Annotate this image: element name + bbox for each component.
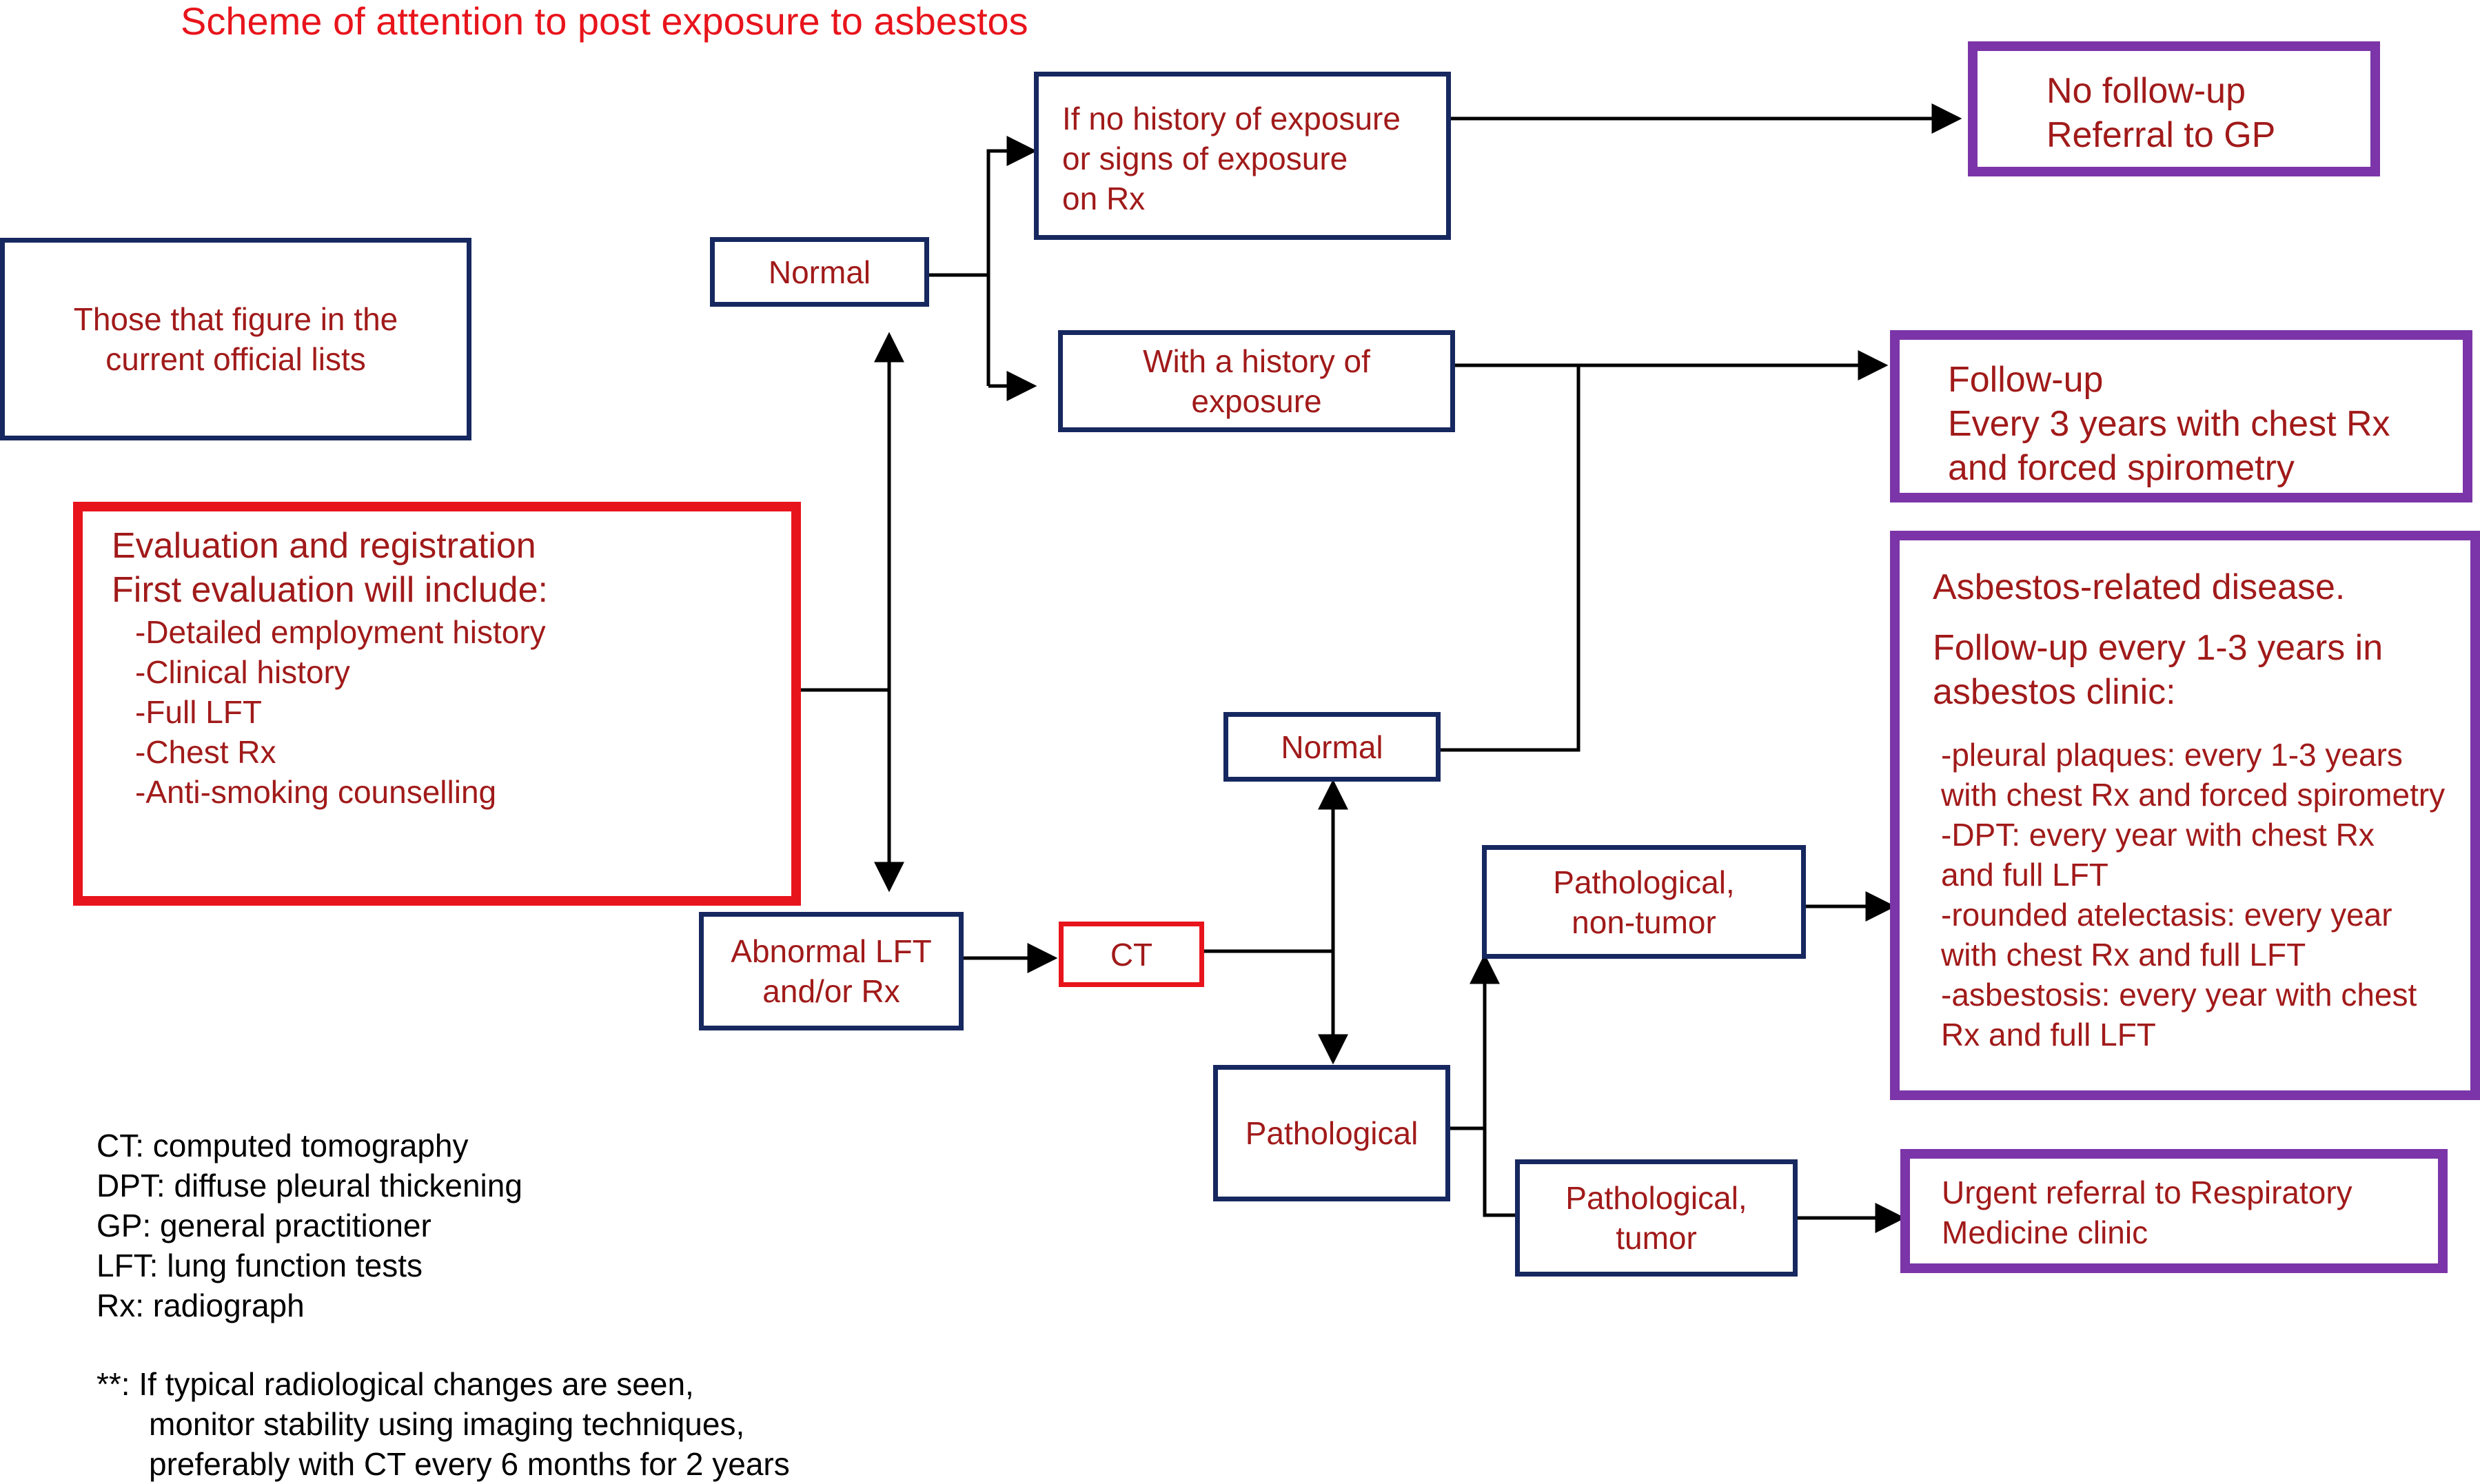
disease-subheading: Follow-up every 1-3 years in (1933, 628, 2384, 668)
disease-item: with chest Rx and forced spirometry (1941, 777, 2446, 813)
normal-mid-to-followup-line (1441, 365, 1581, 752)
box-text-line: or signs of exposure (1062, 141, 1348, 176)
path-tumor-box: Pathological, tumor (1515, 1159, 1798, 1277)
legend-item: CT: computed tomography (96, 1128, 469, 1163)
ct-box: CT (1059, 922, 1204, 987)
box-text-line: Urgent referral to Respiratory (1942, 1175, 2352, 1210)
box-text-line: non-tumor (1572, 904, 1716, 940)
footnote: **: If typical radiological changes are … (96, 1364, 790, 1484)
box-text-line: Follow-up (1948, 360, 2104, 400)
box-text-line: Those that figure in the (73, 301, 398, 337)
disease-item: Rx and full LFT (1941, 1017, 2156, 1053)
box-text-line: Referral to GP (2046, 115, 2276, 155)
evaluation-item: -Clinical history (135, 654, 350, 690)
disease-item: with chest Rx and full LFT (1941, 937, 2306, 973)
no-history-box: If no history of exposure or signs of ex… (1034, 72, 1451, 240)
box-text-line: and/or Rx (762, 973, 900, 1009)
disease-item: -DPT: every year with chest Rx (1941, 817, 2375, 853)
legend-item: GP: general practitioner (96, 1208, 431, 1243)
disease-item: -pleural plaques: every 1-3 years (1941, 737, 2403, 773)
disease-item: and full LFT (1941, 857, 2108, 893)
to-tumor-line (1483, 1128, 1516, 1217)
pathological-box: Pathological (1213, 1065, 1450, 1201)
footnote-line: preferably with CT every 6 months for 2 … (149, 1446, 790, 1482)
evaluation-item: -Chest Rx (135, 734, 276, 770)
normal-top-label: Normal (768, 254, 871, 290)
branch-no-history-line (929, 149, 1008, 277)
evaluation-subheading: First evaluation will include: (112, 570, 548, 610)
ct-label: CT (1110, 936, 1153, 973)
disease-box: Asbestos-related disease. Follow-up ever… (1890, 531, 2480, 1100)
pathological-label: Pathological (1245, 1115, 1419, 1151)
legend-item: Rx: radiograph (96, 1288, 305, 1323)
normal-mid-label: Normal (1281, 729, 1383, 765)
footnote-line: monitor stability using imaging techniqu… (149, 1406, 745, 1442)
legend-item: DPT: diffuse pleural thickening (96, 1168, 522, 1203)
box-text-line: current official lists (105, 341, 366, 377)
evaluation-item: -Anti-smoking counselling (135, 774, 497, 810)
official-lists-box: Those that figure in the current officia… (0, 238, 471, 440)
urgent-box: Urgent referral to Respiratory Medicine … (1900, 1149, 2448, 1273)
followup-box: Follow-up Every 3 years with chest Rx an… (1890, 330, 2472, 502)
no-followup-box: No follow-up Referral to GP (1968, 41, 2380, 176)
box-text-line: Every 3 years with chest Rx (1948, 404, 2390, 444)
with-history-box: With a history of exposure (1058, 330, 1455, 432)
path-non-tumor-box: Pathological, non-tumor (1482, 845, 1806, 959)
box-text-line: With a history of (1143, 343, 1370, 379)
abnormal-box: Abnormal LFT and/or Rx (699, 912, 964, 1030)
normal-top-box: Normal (710, 237, 929, 307)
evaluation-item: -Detailed employment history (135, 614, 546, 650)
evaluation-heading: Evaluation and registration (112, 526, 536, 566)
box-text-line: Medicine clinic (1942, 1214, 2148, 1250)
disease-heading: Asbestos-related disease. (1933, 567, 2346, 607)
box-text-line: Abnormal LFT (731, 933, 932, 969)
footnote-line: **: If typical radiological changes are … (96, 1366, 694, 1402)
disease-subheading: asbestos clinic: (1933, 672, 2176, 712)
box-text-line: and forced spirometry (1948, 448, 2295, 488)
legend-item: LFT: lung function tests (96, 1248, 423, 1283)
disease-item: -asbestosis: every year with chest (1941, 977, 2417, 1013)
evaluation-box: Evaluation and registration First evalua… (73, 502, 801, 906)
page-title: Scheme of attention to post exposure to … (181, 0, 1028, 43)
box-text-line: If no history of exposure (1062, 101, 1401, 136)
box-text-line: Pathological, (1565, 1180, 1747, 1216)
evaluation-item: -Full LFT (135, 694, 262, 730)
abbreviation-legend: CT: computed tomography DPT: diffuse ple… (96, 1126, 522, 1325)
box-text-line: exposure (1191, 383, 1322, 419)
box-text-line: Pathological, (1553, 864, 1735, 900)
normal-mid-box: Normal (1223, 712, 1441, 782)
disease-item: -rounded atelectasis: every year (1941, 897, 2392, 933)
box-text-line: No follow-up (2046, 71, 2246, 111)
box-text-line: on Rx (1062, 181, 1146, 216)
box-text-line: tumor (1616, 1220, 1697, 1256)
